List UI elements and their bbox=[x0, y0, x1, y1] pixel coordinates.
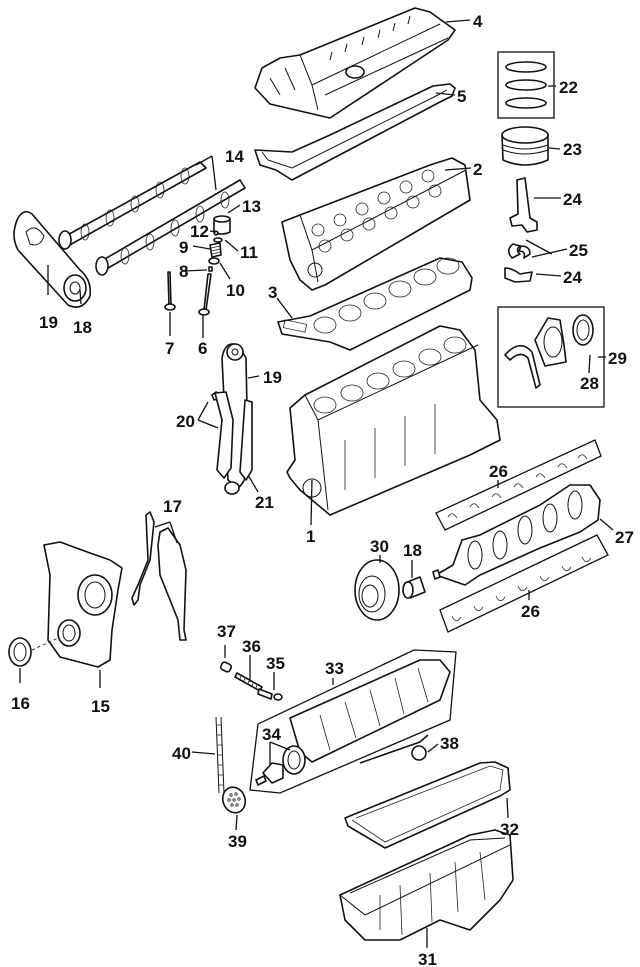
callout-27[interactable]: 27 bbox=[615, 528, 634, 547]
callout-16[interactable]: 16 bbox=[11, 694, 30, 713]
callout-38[interactable]: 38 bbox=[440, 734, 459, 753]
piston[interactable] bbox=[501, 126, 549, 166]
callout-7[interactable]: 7 bbox=[165, 339, 174, 358]
callout-17[interactable]: 17 bbox=[163, 497, 182, 516]
main-bearings-upper[interactable] bbox=[435, 439, 602, 531]
engine-block[interactable] bbox=[286, 325, 501, 516]
callout-14[interactable]: 14 bbox=[225, 147, 244, 166]
callout-24-upper[interactable]: 24 bbox=[563, 190, 582, 209]
callout-36[interactable]: 36 bbox=[242, 637, 261, 656]
exhaust-valve[interactable] bbox=[198, 273, 212, 316]
callout-31[interactable]: 31 bbox=[418, 950, 437, 967]
oil-pump-parts[interactable] bbox=[255, 745, 306, 786]
connecting-rod[interactable] bbox=[509, 177, 538, 233]
spring-seat[interactable] bbox=[208, 257, 220, 265]
oil-pump-box bbox=[249, 649, 457, 794]
callout-39[interactable]: 39 bbox=[228, 832, 247, 851]
callout-30[interactable]: 30 bbox=[370, 537, 389, 556]
callout-2[interactable]: 2 bbox=[473, 160, 482, 179]
rod-cap[interactable] bbox=[504, 267, 533, 283]
rod-bearings[interactable] bbox=[507, 243, 531, 259]
relief-spring[interactable] bbox=[234, 672, 263, 692]
callout-32[interactable]: 32 bbox=[500, 820, 519, 839]
crankshaft[interactable] bbox=[432, 484, 601, 586]
retainer[interactable] bbox=[213, 237, 223, 243]
callout-18-lower[interactable]: 18 bbox=[403, 541, 422, 560]
callout-19-lower[interactable]: 19 bbox=[263, 368, 282, 387]
callout-26-upper[interactable]: 26 bbox=[489, 462, 508, 481]
callout-29[interactable]: 29 bbox=[608, 349, 627, 368]
callout-labels: 4 5 2 3 1 22 23 24 25 24 29 28 14 13 11 … bbox=[11, 12, 634, 967]
front-seal[interactable] bbox=[8, 637, 59, 667]
leader-lines bbox=[19, 19, 614, 948]
timing-cover-gaskets[interactable] bbox=[131, 511, 187, 641]
callout-3[interactable]: 3 bbox=[268, 283, 277, 302]
valve-spring[interactable] bbox=[209, 242, 222, 258]
callout-4[interactable]: 4 bbox=[473, 12, 483, 31]
callout-1[interactable]: 1 bbox=[306, 527, 315, 546]
callout-37[interactable]: 37 bbox=[217, 622, 236, 641]
oil-pan[interactable] bbox=[339, 829, 514, 941]
callout-35[interactable]: 35 bbox=[266, 654, 285, 673]
callout-33[interactable]: 33 bbox=[325, 659, 344, 678]
valve-stem-seal[interactable] bbox=[208, 266, 213, 272]
callout-28[interactable]: 28 bbox=[580, 374, 599, 393]
callout-20[interactable]: 20 bbox=[176, 412, 195, 431]
chain-tensioner-rail[interactable] bbox=[224, 399, 253, 495]
callout-21[interactable]: 21 bbox=[255, 493, 274, 512]
callout-12[interactable]: 12 bbox=[190, 222, 209, 241]
callout-24-lower[interactable]: 24 bbox=[563, 268, 582, 287]
relief-plug[interactable] bbox=[219, 661, 233, 673]
rear-seal-kit[interactable] bbox=[497, 306, 605, 408]
callout-25[interactable]: 25 bbox=[569, 241, 588, 260]
crank-sprocket[interactable] bbox=[402, 576, 426, 599]
valve-cover[interactable] bbox=[254, 7, 456, 119]
callout-8[interactable]: 8 bbox=[179, 262, 188, 281]
callout-15[interactable]: 15 bbox=[91, 697, 110, 716]
oil-pump-assembly[interactable] bbox=[289, 659, 451, 763]
callout-19-upper[interactable]: 19 bbox=[39, 313, 58, 332]
callout-22[interactable]: 22 bbox=[559, 78, 578, 97]
harmonic-balancer[interactable] bbox=[354, 559, 400, 621]
callout-6[interactable]: 6 bbox=[198, 339, 207, 358]
head-gasket[interactable] bbox=[277, 257, 473, 351]
callout-9[interactable]: 9 bbox=[179, 238, 188, 257]
oil-pump-chain[interactable] bbox=[215, 716, 225, 794]
cylinder-head[interactable] bbox=[281, 157, 471, 291]
callout-34[interactable]: 34 bbox=[262, 725, 281, 744]
oil-pan-gasket[interactable] bbox=[344, 761, 511, 849]
callout-23[interactable]: 23 bbox=[563, 140, 582, 159]
chain-guides[interactable] bbox=[211, 391, 234, 479]
piston-rings[interactable] bbox=[497, 51, 555, 119]
callout-13[interactable]: 13 bbox=[242, 197, 261, 216]
callout-26-lower[interactable]: 26 bbox=[521, 602, 540, 621]
timing-chain[interactable] bbox=[221, 343, 249, 489]
callout-5[interactable]: 5 bbox=[457, 87, 466, 106]
callout-10[interactable]: 10 bbox=[226, 281, 245, 300]
callout-11[interactable]: 11 bbox=[240, 243, 258, 262]
intake-valve[interactable] bbox=[164, 271, 176, 311]
camshafts[interactable] bbox=[58, 161, 246, 276]
relief-valve[interactable] bbox=[257, 688, 283, 701]
timing-cover[interactable] bbox=[43, 541, 123, 668]
camshaft-sprocket[interactable] bbox=[63, 274, 87, 302]
main-bearings-lower[interactable] bbox=[439, 534, 609, 633]
callout-40[interactable]: 40 bbox=[172, 744, 191, 763]
callout-18-upper[interactable]: 18 bbox=[73, 318, 92, 337]
dipstick-tube[interactable] bbox=[359, 734, 429, 764]
oil-pump-sprocket[interactable] bbox=[219, 784, 249, 816]
